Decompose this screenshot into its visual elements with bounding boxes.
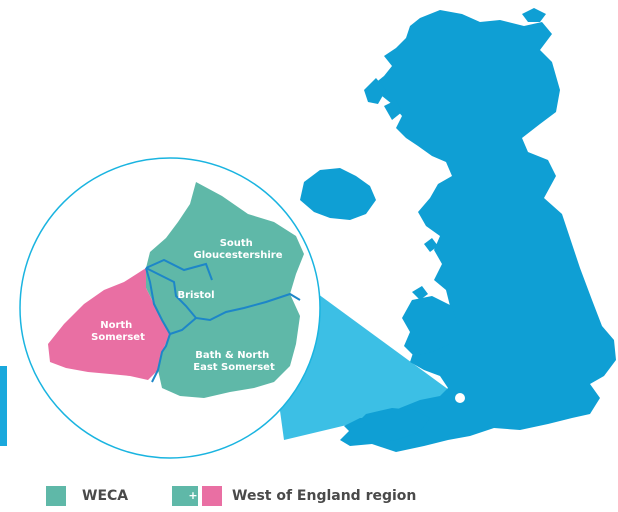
anglesey [412,286,428,300]
legend-weca: WECA [46,485,128,507]
southwest-peninsula [340,408,430,446]
legend-weca-label: WECA [82,488,129,504]
label-bath-ne-somerset: Bath & North East Somerset [193,350,275,373]
weca-swatch [46,486,66,506]
orkney-islands [522,8,546,22]
northern-ireland-landmass [300,168,376,220]
legend-west-of-england: + West of England region [172,485,416,507]
plus-sign: + [188,486,198,506]
great-britain-landmass [344,10,616,452]
teal-swatch [172,486,188,506]
skye-island [384,100,402,120]
north-somerset-area [48,268,170,380]
bristol-location-marker [455,393,465,403]
label-north-somerset: North Somerset [91,320,145,343]
wales-landmass [402,296,458,356]
bristol-area [146,268,196,334]
legend-region-label: West of England region [232,488,417,504]
pink-swatch [202,486,222,506]
region-boundaries [145,258,301,383]
western-isles [364,78,386,104]
label-bristol: Bristol [177,290,214,301]
label-south-gloucestershire: South Gloucestershire [194,238,283,261]
bath-ne-somerset-area [158,294,300,398]
south-gloucestershire-area [146,182,304,320]
isle-of-man [424,238,438,252]
edge-accent-bar [0,366,7,446]
